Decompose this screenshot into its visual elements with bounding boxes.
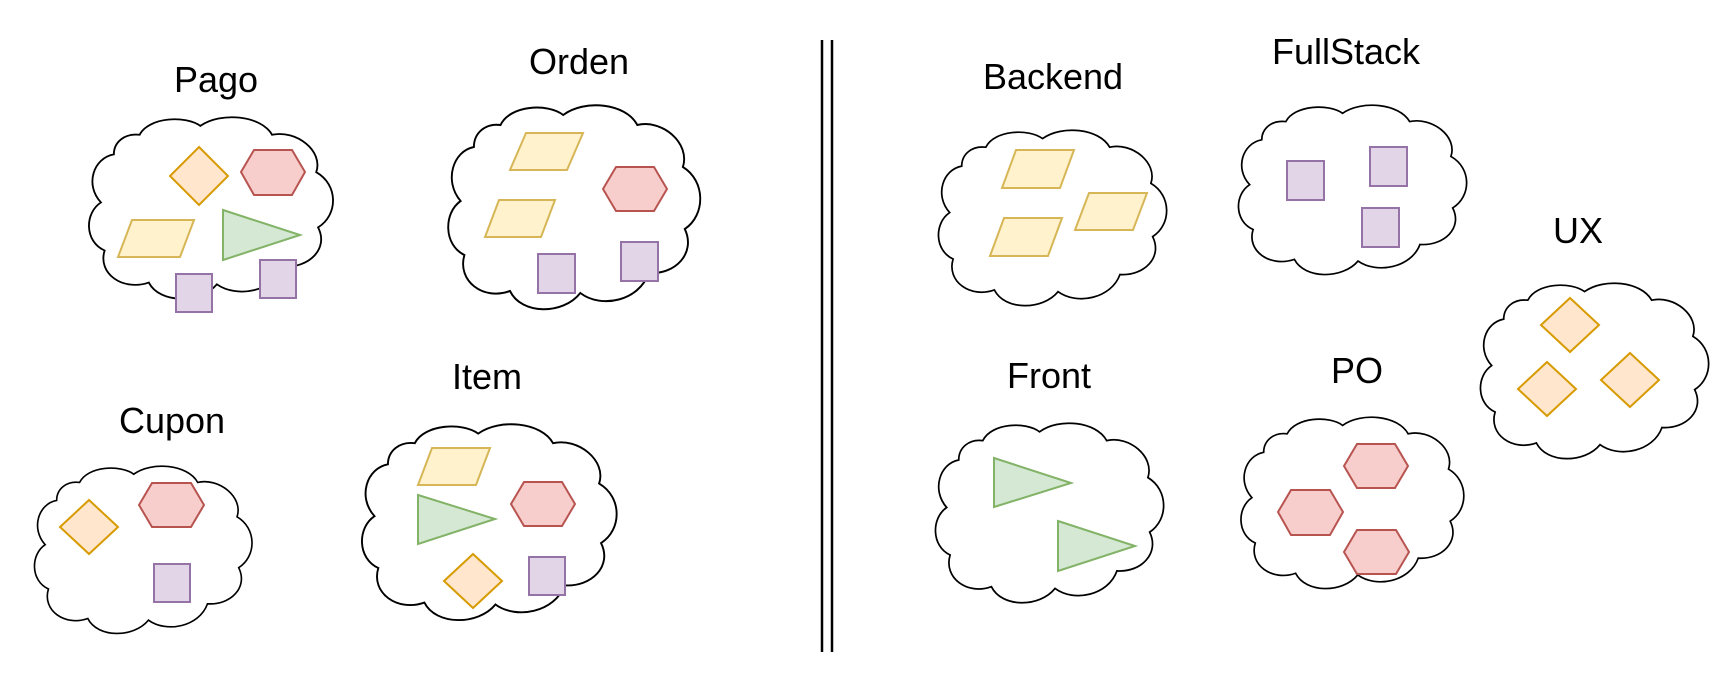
cloud-item: Item xyxy=(361,356,618,622)
triangle-shape xyxy=(993,456,1075,509)
diamond-shape xyxy=(442,552,504,610)
diamond-shape xyxy=(168,145,230,207)
cloud-ux: UX xyxy=(1479,210,1710,460)
square-shape xyxy=(1369,146,1408,187)
label-orden: Orden xyxy=(529,41,629,82)
square-shape xyxy=(153,563,191,603)
label-po: PO xyxy=(1331,350,1383,391)
cloud-po: PO xyxy=(1240,350,1465,590)
square-shape xyxy=(537,253,576,294)
label-pago: Pago xyxy=(174,59,258,100)
square-shape xyxy=(259,259,297,299)
square-shape xyxy=(620,241,659,282)
triangle-shape xyxy=(1057,519,1139,573)
hexagon-shape xyxy=(1342,443,1410,489)
hexagon-shape xyxy=(137,482,206,528)
hexagon-shape xyxy=(1342,529,1411,575)
cloud-front: Front xyxy=(934,355,1165,604)
double-divider xyxy=(820,40,834,652)
diamond-shape xyxy=(1539,296,1601,354)
cloud-pago: Pago xyxy=(88,59,334,313)
cloud-backend: Backend xyxy=(937,56,1168,307)
parallelogram-shape xyxy=(116,219,196,258)
square-shape xyxy=(175,273,213,313)
hexagon-shape xyxy=(239,149,307,196)
diamond-shape xyxy=(58,498,120,556)
label-front: Front xyxy=(1007,355,1091,396)
diamond-shape xyxy=(1516,360,1578,418)
cloud-fullstack: FullStack xyxy=(1237,31,1468,276)
parallelogram-shape xyxy=(483,199,557,238)
hexagon-shape xyxy=(1276,489,1345,536)
label-fullstack: FullStack xyxy=(1272,31,1421,72)
hexagon-shape xyxy=(601,166,669,212)
parallelogram-shape xyxy=(1000,149,1076,189)
label-item: Item xyxy=(452,356,522,397)
square-shape xyxy=(1361,207,1400,248)
cloud-orden: Orden xyxy=(447,41,702,311)
square-shape xyxy=(528,556,566,596)
parallelogram-shape xyxy=(508,132,585,171)
parallelogram-shape xyxy=(988,217,1064,257)
hexagon-shape xyxy=(509,481,577,527)
parallelogram-shape xyxy=(416,447,492,486)
label-ux: UX xyxy=(1553,210,1603,251)
triangle-shape xyxy=(417,493,499,546)
diamond-shape xyxy=(1599,351,1661,409)
label-backend: Backend xyxy=(983,56,1123,97)
square-shape xyxy=(1286,160,1325,201)
label-cupon: Cupon xyxy=(119,400,225,441)
parallelogram-shape xyxy=(1073,192,1149,231)
triangle-shape xyxy=(222,208,304,262)
cloud-cupon: Cupon xyxy=(33,400,253,635)
